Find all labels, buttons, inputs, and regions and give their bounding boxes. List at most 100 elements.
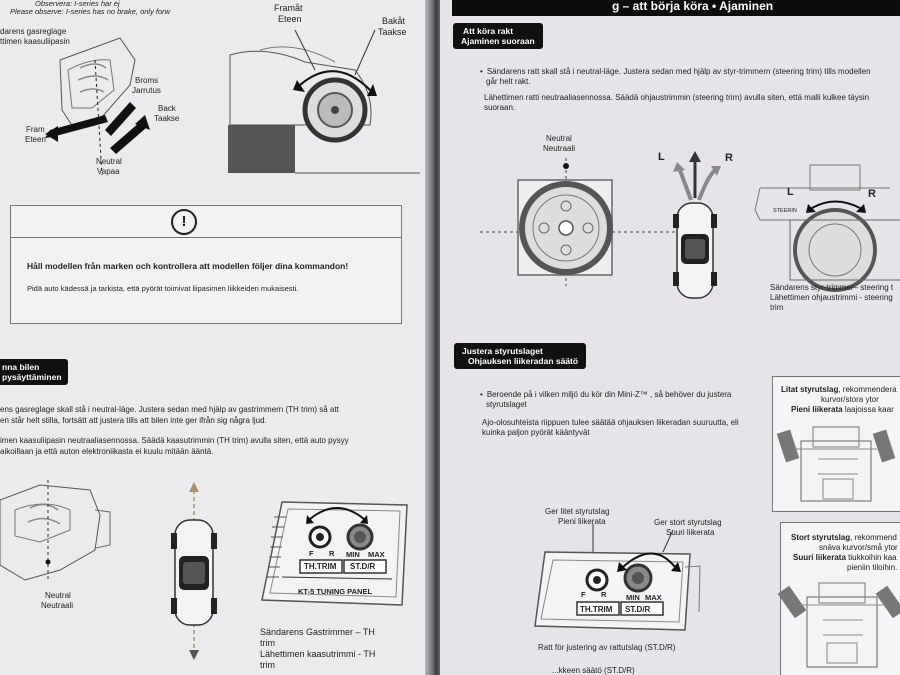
box-small-steering: Litat styrutslag, rekommendera kurvor/st…	[772, 376, 900, 512]
right-panel-f: F	[581, 590, 586, 599]
tuning-panel-illustration	[261, 501, 408, 606]
section-badge-throttle: nna bilen pysäyttäminen	[0, 359, 68, 385]
label-big-2: Suuri liikerata	[666, 528, 715, 537]
dr-panel-illustration	[534, 524, 701, 631]
top-notice-1: Observera: I-series har ej	[35, 0, 120, 8]
box1-line-3: Pieni liikerata laajoissa kaar	[791, 405, 894, 414]
label-big-1: Ger stort styrutslag	[654, 518, 722, 527]
body-sv-2: en står helt stilla, fortsätt att juster…	[0, 416, 267, 425]
left-panel-st-dr: ST.D/R	[350, 562, 376, 571]
label-r-2: R	[868, 188, 876, 200]
chassis-big-icon	[777, 582, 900, 668]
label-jarrutus: Jarrutus	[132, 86, 161, 95]
body1-fi-2: suoraan.	[484, 103, 516, 112]
left-panel-name: KT-5 TUNING PANEL	[298, 587, 373, 596]
right-panel-min: MIN	[626, 593, 640, 602]
caption-steer-trim-2: Lähettimen ohjaustrimmi - steering	[770, 293, 893, 302]
left-panel-min: MIN	[346, 550, 360, 559]
label-small-1: Ger litet styrutslag	[545, 507, 610, 516]
label-neutraali-r: Neutraali	[543, 144, 576, 153]
badge2-line-1: Justera styrutslaget	[462, 346, 543, 356]
body1-fi-1: Lähettimen ratti neutraaliasennossa. Sää…	[484, 93, 870, 102]
wheel-illustration	[228, 29, 420, 174]
label-neutraali: Neutraali	[41, 601, 74, 610]
header-bar: g – att börja köra • Ajaminen	[452, 0, 900, 16]
box-big-steering: Stort styrutslag, rekommend snäva kurvor…	[777, 522, 900, 675]
body2-sv-2: styrutslaget	[486, 400, 527, 409]
caption-trim-4: trim	[260, 660, 275, 670]
label-small-2: Pieni liikerata	[558, 517, 606, 526]
steering-trim-illustration	[754, 164, 900, 292]
right-panel-th-trim: TH.TRIM	[580, 605, 613, 614]
car-topdown-icon	[171, 482, 217, 660]
section-title-2: pysäyttäminen	[2, 372, 62, 382]
body2-fi-2: kuinka paljon pyörät kääntyvät	[482, 428, 590, 437]
caption-dr-1: Ratt för justering av rattutslag (ST.D/R…	[538, 643, 676, 652]
box1-line-1: Litat styrutslag, rekommendera	[781, 385, 897, 394]
steering-wheel-illustration	[480, 158, 700, 286]
label-vapaa: Vapaa	[97, 167, 120, 176]
box1-line-2: kurvor/stora ytor	[821, 395, 879, 404]
warning-box: ! Håll modellen från marken och kontroll…	[10, 205, 402, 324]
body1-sv-2: går helt rakt.	[486, 77, 531, 86]
label-bakat: Bakåt	[382, 16, 406, 26]
right-panel-max: MAX	[645, 593, 662, 602]
right-panel-st-dr: ST.D/R	[625, 605, 651, 614]
body-fi-1: imen kaasuliipasin neutraaliasennossa. S…	[0, 436, 349, 445]
caption-gas-2: ttimen kaasuliipasin	[0, 37, 70, 46]
label-eteen-2: Eteen	[278, 14, 302, 24]
label-neutral: Neutral	[96, 157, 122, 166]
body2-sv-1: Beroende på i vilken miljö du kör din Mi…	[480, 390, 732, 400]
right-panel-r: R	[601, 590, 607, 599]
badge1-line-1: Att köra rakt	[463, 26, 514, 36]
left-panel-f: F	[309, 549, 314, 558]
caption-trim-3: Lähettimen kaasutrimmi - TH	[260, 649, 376, 659]
label-fram: Fram	[26, 125, 45, 134]
chassis-small-icon	[776, 426, 896, 502]
box2-line-3: Suuri liikerata tiukkoihin kaa	[793, 553, 897, 562]
label-l-2: L	[787, 186, 794, 198]
badge-drive-straight: Att köra rakt Ajaminen suoraan	[453, 23, 543, 49]
badge2-line-2: Ohjauksen liikeradan säätö	[468, 356, 579, 366]
badge-adjust-steering: Justera styrutslaget Ohjauksen liikerada…	[454, 343, 587, 369]
warning-text-sv: Håll modellen från marken och kontroller…	[27, 261, 349, 271]
warning-text-fi: Pidä auto kädessä ja tarkista, että pyör…	[27, 284, 299, 293]
warning-icon: !	[171, 209, 197, 235]
box2-line-4: pieniin tiloihin.	[847, 563, 898, 572]
body-sv-1: ens gasreglage skall stå i neutral-läge.…	[0, 405, 339, 414]
caption-dr-2: ...kkeen säätö (ST.D/R)	[552, 666, 635, 675]
car-direction-icon	[673, 151, 721, 299]
label-eteen: Eteen	[25, 135, 46, 144]
top-notice-2: Please observe: I-series has no brake, o…	[10, 7, 171, 16]
body1-sv-1: Sändarens ratt skall stå i neutral-läge.…	[480, 67, 871, 77]
label-neutral-r: Neutral	[546, 134, 572, 143]
trigger-illustration	[45, 37, 150, 176]
badge1-line-2: Ajaminen suoraan	[461, 36, 535, 46]
label-taakse: Taakse	[154, 114, 180, 123]
label-steering: STEERIN	[773, 208, 797, 214]
left-panel-th-trim: TH.TRIM	[304, 562, 337, 571]
body-fi-2: aikoillaan ja että auton elektroniikasta…	[0, 447, 214, 456]
left-panel-r: R	[329, 549, 335, 558]
caption-trim-2: trim	[260, 638, 275, 648]
caption-gas-1: darens gasreglage	[0, 27, 67, 36]
caption-trim-1: Sändarens Gastrimmer – TH	[260, 627, 375, 637]
box2-line-1: Stort styrutslag, rekommend	[791, 533, 897, 542]
body2-fi-1: Ajo-olosuhteista riippuen tulee säätää o…	[482, 418, 739, 427]
label-taakse-2: Taakse	[378, 27, 407, 37]
right-page: g – att börja köra • Ajaminen Att köra r…	[440, 0, 900, 675]
label-neutral-b: Neutral	[45, 591, 71, 600]
label-l: L	[658, 151, 665, 163]
left-panel-max: MAX	[368, 550, 385, 559]
section-title-1: nna bilen	[2, 362, 40, 372]
label-back: Back	[158, 104, 176, 113]
caption-steer-trim-1: Sändarens styr-trimmer– steering t	[770, 283, 894, 292]
caption-steer-trim-3: trim	[770, 303, 784, 312]
left-page: Observera: I-series har ej Please observ…	[0, 0, 430, 675]
header-title: g – att börja köra • Ajaminen	[612, 0, 774, 13]
transmitter-illustration	[0, 480, 111, 581]
label-framat: Framåt	[274, 3, 303, 13]
label-broms: Broms	[135, 76, 159, 85]
warning-divider	[11, 237, 401, 238]
label-r: R	[725, 152, 733, 164]
